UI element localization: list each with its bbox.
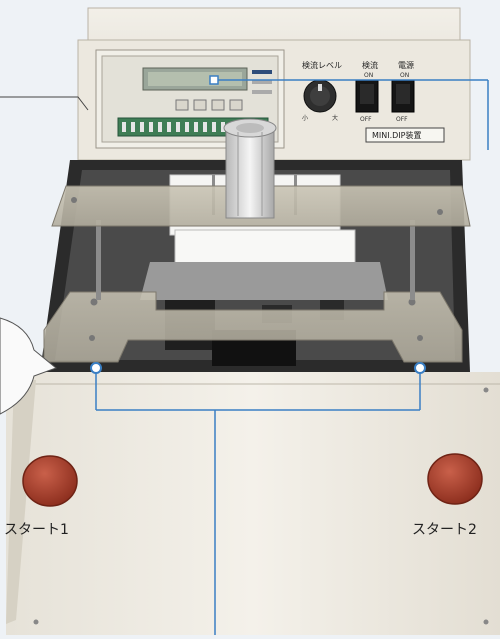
level-knob[interactable] xyxy=(303,79,337,113)
front-case xyxy=(6,372,500,635)
cylinder xyxy=(223,118,277,219)
control-panel xyxy=(95,49,285,149)
switch1-on-label: ON xyxy=(364,72,373,79)
start1-label: スタート1 xyxy=(4,522,69,538)
switch2-off-label: OFF xyxy=(396,116,408,123)
start-button-1[interactable] xyxy=(22,455,78,507)
detect-switch[interactable] xyxy=(355,79,379,113)
power-switch[interactable] xyxy=(391,79,415,113)
start2-label: スタート2 xyxy=(412,522,477,538)
model-plate: MINI.DIP装置 xyxy=(365,127,445,143)
switch2-on-label: ON xyxy=(400,72,409,79)
svg-text:MINI.DIP装置: MINI.DIP装置 xyxy=(372,130,422,140)
switch1-label: 検流 xyxy=(362,60,378,70)
start-button-2[interactable] xyxy=(427,453,483,505)
switch2-label: 電源 xyxy=(398,61,414,70)
knob-max-label: 大 xyxy=(332,114,338,122)
lower-plate xyxy=(43,291,463,363)
callout-lines xyxy=(0,75,489,635)
panel-button-right xyxy=(193,99,207,111)
level-label: 検流レベル xyxy=(302,60,342,70)
switch1-off-label: OFF xyxy=(360,116,372,123)
knob-min-label: 小 xyxy=(302,114,308,122)
panel-button-left xyxy=(175,99,189,111)
left-callout-bubble xyxy=(0,317,57,415)
